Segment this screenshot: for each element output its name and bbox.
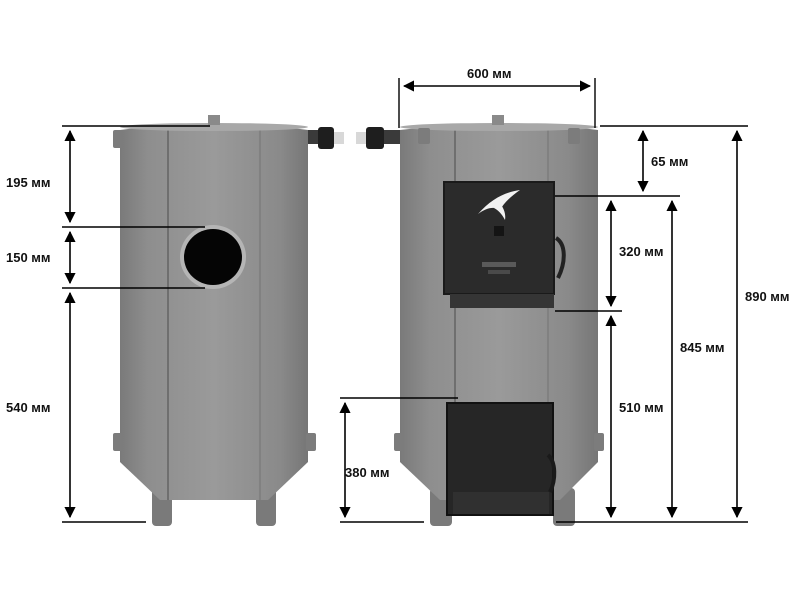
dim-65-label: 65 мм	[651, 154, 688, 169]
dim-890-label: 890 мм	[745, 289, 790, 304]
swallow-bird-logo	[478, 190, 520, 220]
lower-ash-door	[446, 402, 557, 516]
dim-320-label: 320 мм	[619, 244, 664, 259]
dim-600-label: 600 мм	[467, 66, 512, 81]
dim-510-label: 510 мм	[619, 400, 664, 415]
dim-380-label: 380 мм	[345, 465, 390, 480]
left-dimensions: 195 мм 150 мм 540 мм	[6, 125, 210, 523]
flue-outlet-icon	[180, 225, 246, 289]
left-boiler-view	[113, 115, 344, 526]
dim-195-label: 195 мм	[6, 175, 51, 190]
left-side-connector	[308, 127, 344, 149]
right-side-connector	[356, 127, 400, 149]
left-top-fitting	[208, 115, 220, 125]
upper-loading-door	[443, 181, 566, 308]
right-top-fitting	[492, 115, 504, 125]
door-handle-icon	[554, 236, 566, 279]
right-dimensions: 600 мм 65 мм 320 мм 510 мм 845 мм 890 мм…	[339, 66, 790, 523]
dim-845-label: 845 мм	[680, 340, 725, 355]
dim-150-label: 150 мм	[6, 250, 51, 265]
left-boiler-body	[120, 124, 308, 500]
dim-540-label: 540 мм	[6, 400, 51, 415]
right-boiler-view	[356, 115, 604, 526]
